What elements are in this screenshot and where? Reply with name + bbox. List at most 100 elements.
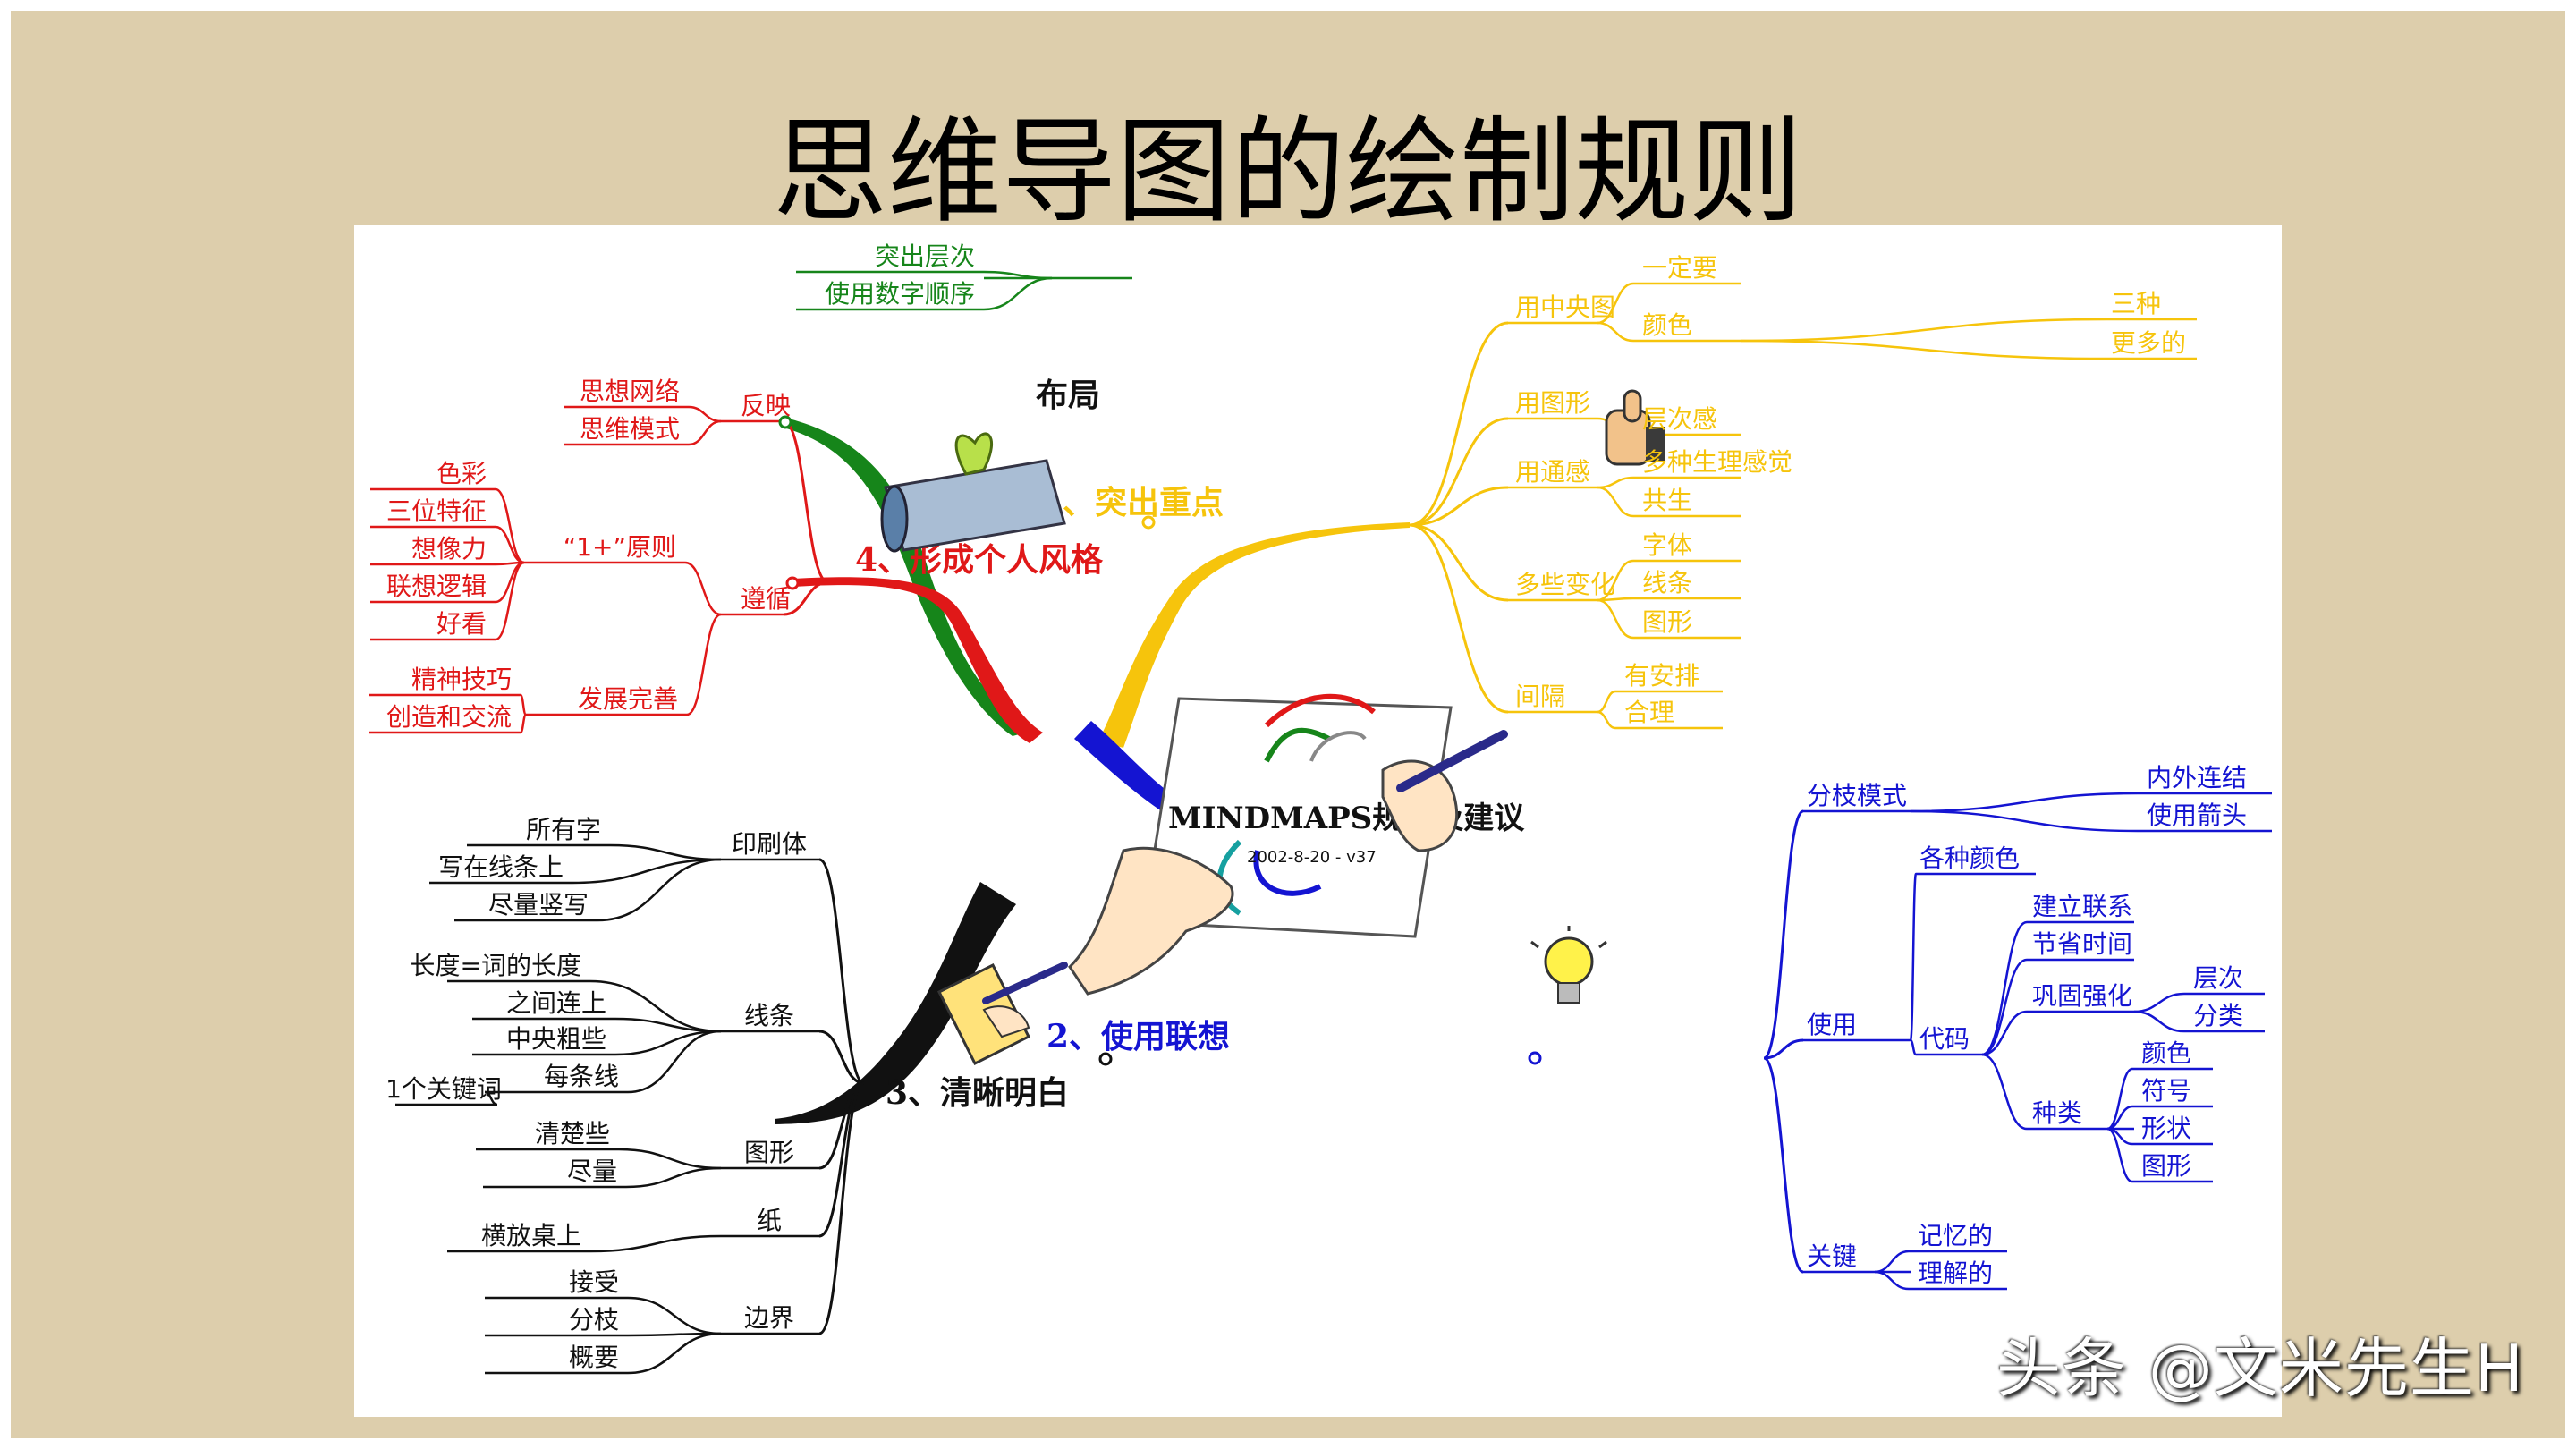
connector bbox=[1910, 792, 2139, 813]
center-label: MINDMAPS规则及建议 bbox=[1168, 801, 1525, 836]
node-dot-yellow bbox=[1141, 515, 1156, 530]
node-dot-black bbox=[1098, 1052, 1113, 1066]
green-leaf: 突出层次 bbox=[875, 242, 975, 271]
yellow-leaf: 更多的 bbox=[2111, 328, 2186, 358]
yellow-node: 用中央图 bbox=[1515, 292, 1615, 322]
black-node: 边界 bbox=[744, 1303, 794, 1333]
yellow-leaf: 三种 bbox=[2111, 289, 2161, 318]
connector-lines bbox=[369, 270, 2272, 1375]
connector bbox=[1597, 486, 1634, 518]
connector bbox=[1597, 710, 1616, 730]
black-leaf: 写在线条上 bbox=[438, 852, 564, 882]
black-leaf: 横放桌上 bbox=[481, 1221, 581, 1250]
connector bbox=[609, 843, 722, 861]
blue-node: 分枝模式 bbox=[1807, 781, 1907, 810]
red-leaf: 思想网络 bbox=[580, 377, 680, 406]
red-node: “1+”原则 bbox=[564, 532, 676, 562]
yellow-leaf: 图形 bbox=[1642, 607, 1692, 637]
yellow-leaf: 有安排 bbox=[1624, 661, 1699, 691]
red-leaf: 联想逻辑 bbox=[386, 572, 487, 601]
blue-node: 使用 bbox=[1807, 1010, 1857, 1039]
connector bbox=[1874, 1250, 1910, 1274]
connector bbox=[625, 1166, 722, 1189]
connector bbox=[1910, 1038, 1917, 1056]
connector bbox=[618, 1148, 722, 1170]
connector bbox=[495, 525, 525, 564]
black-leaf: 接受 bbox=[569, 1267, 619, 1297]
connector bbox=[684, 561, 722, 616]
connector bbox=[1763, 809, 1804, 1060]
connector bbox=[818, 1030, 865, 1085]
black-leaf: 长度=词的长度 bbox=[411, 951, 581, 980]
yellow-node: 间隔 bbox=[1515, 682, 1565, 711]
black-leaf: 清楚些 bbox=[535, 1119, 610, 1148]
connector bbox=[1409, 321, 1509, 527]
yellow-leaf: 一定要 bbox=[1642, 253, 1717, 283]
red-node: 反映 bbox=[741, 391, 791, 420]
slide-title: 思维导图的绘制规则 bbox=[772, 106, 1803, 239]
blue-leaf: 层次 bbox=[2193, 963, 2243, 993]
central-image: MINDMAPS规则及建议 2002-8-20 - v37 bbox=[1068, 693, 1525, 996]
black-node: 图形 bbox=[744, 1138, 794, 1167]
connector bbox=[1910, 809, 2139, 833]
connector bbox=[495, 561, 525, 641]
node-dot-blue bbox=[1528, 1051, 1542, 1065]
connector bbox=[1981, 958, 2028, 1056]
yellow-leaf: 层次感 bbox=[1642, 404, 1717, 434]
connector bbox=[688, 405, 722, 423]
connector bbox=[627, 1030, 722, 1094]
connector bbox=[1597, 321, 1634, 343]
black-leaf: 尽量竖写 bbox=[488, 890, 589, 919]
center-date: 2002-8-20 - v37 bbox=[1247, 848, 1377, 867]
red-node: 发展完善 bbox=[578, 684, 678, 714]
connector bbox=[1740, 339, 2108, 360]
yellow-node: 多些变化 bbox=[1515, 570, 1615, 599]
blue-leaf: 代码 bbox=[1919, 1024, 1970, 1054]
blue-leaf: 各种颜色 bbox=[1919, 843, 2020, 873]
red-leaf: 色彩 bbox=[436, 459, 487, 488]
branch-red-trunk bbox=[792, 577, 1043, 743]
connector bbox=[818, 1081, 865, 1335]
mind-map: 1、突出重点 2、使用联想 3、清晰明白 4、形成个人风格 布局 MINDMAP… bbox=[369, 242, 2272, 1375]
yellow-leaf: 合理 bbox=[1624, 698, 1674, 727]
mind-map-panel: 1、突出重点 2、使用联想 3、清晰明白 4、形成个人风格 布局 MINDMAP… bbox=[354, 225, 2282, 1417]
connector bbox=[614, 1017, 722, 1033]
connector bbox=[1763, 1038, 1804, 1060]
branch-title-5: 布局 bbox=[1036, 377, 1100, 414]
red-node: 遵循 bbox=[741, 584, 791, 614]
left-hand-icon bbox=[1068, 846, 1234, 996]
connector bbox=[1874, 1270, 1910, 1291]
red-leaf: 想像力 bbox=[411, 534, 487, 564]
blue-leaf: 种类 bbox=[2032, 1098, 2082, 1128]
connector bbox=[572, 858, 722, 885]
yellow-leaf: 共生 bbox=[1642, 486, 1692, 515]
connector bbox=[1597, 690, 1616, 714]
connector bbox=[627, 1296, 722, 1335]
scroll-icon bbox=[880, 432, 1066, 553]
connector bbox=[818, 1081, 865, 1238]
connector bbox=[495, 487, 525, 564]
connector bbox=[1981, 1053, 2028, 1131]
blue-node: 关键 bbox=[1807, 1241, 1857, 1271]
black-node: 线条 bbox=[744, 1001, 794, 1030]
connector bbox=[1981, 1010, 2028, 1056]
connector bbox=[589, 979, 722, 1033]
connector bbox=[1409, 523, 1509, 714]
red-leaf: 创造和交流 bbox=[386, 702, 512, 732]
blue-leaf: 内外连结 bbox=[2147, 763, 2247, 792]
connector bbox=[627, 1332, 722, 1375]
branch-title-2: 2、使用联想 bbox=[1046, 1018, 1230, 1055]
connector bbox=[783, 580, 829, 616]
connector bbox=[519, 713, 528, 734]
connector bbox=[1597, 476, 1634, 489]
connector bbox=[597, 858, 722, 922]
yellow-node: 用图形 bbox=[1515, 388, 1590, 418]
yellow-node: 用通感 bbox=[1515, 457, 1590, 487]
connector bbox=[1763, 1056, 1804, 1274]
black-leaf: 分枝 bbox=[569, 1305, 619, 1335]
blue-leaf: 符号 bbox=[2141, 1076, 2191, 1106]
connector bbox=[983, 276, 1053, 311]
black-leaf: 中央粗些 bbox=[506, 1024, 606, 1054]
blue-leaf: 分类 bbox=[2193, 1001, 2243, 1030]
connector bbox=[1597, 282, 1634, 325]
